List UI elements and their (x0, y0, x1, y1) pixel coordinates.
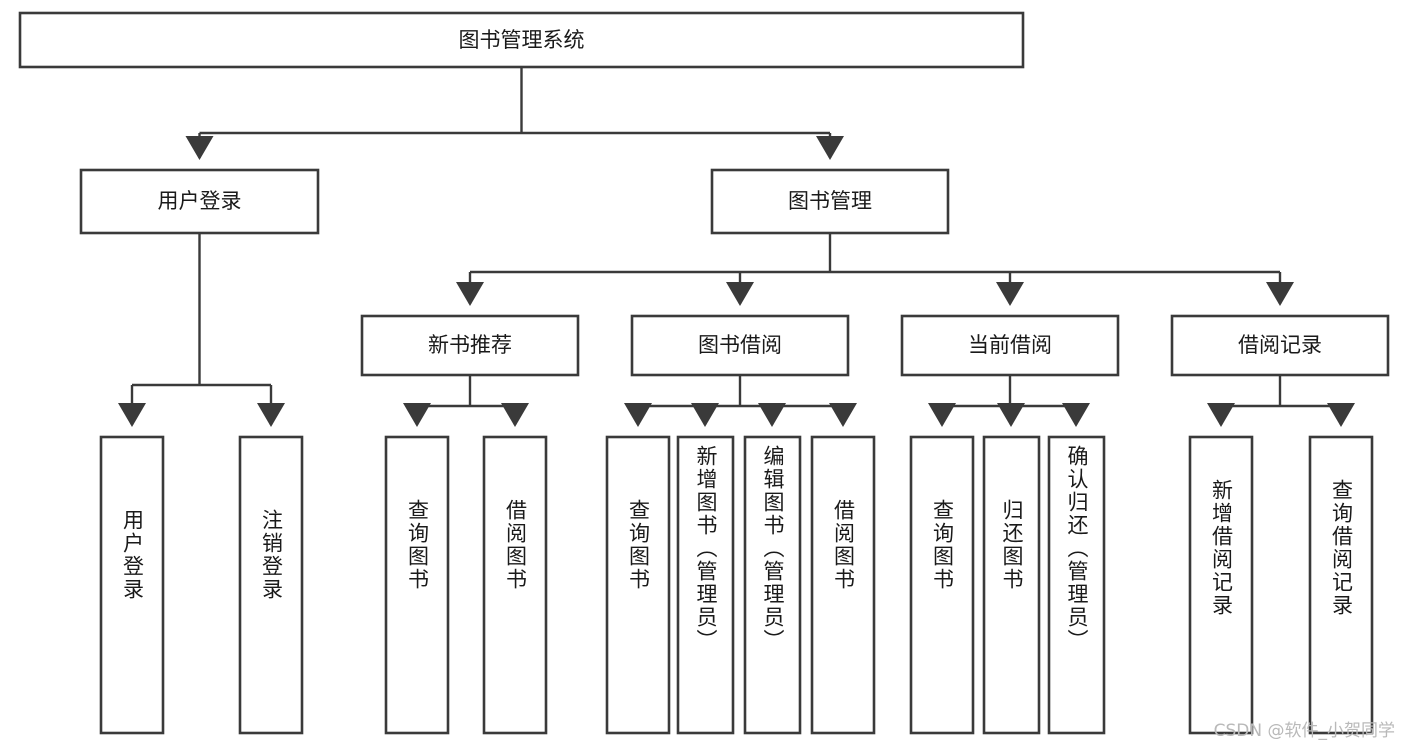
node-leaf-query-book-rec-box[interactable] (384, 435, 450, 735)
node-book-borrow-label: 图书借阅 (698, 333, 782, 357)
node-book-management-box[interactable] (710, 168, 950, 235)
node-book-management-label: 图书管理 (788, 189, 872, 213)
node-root[interactable]: 图书管理系统 (18, 11, 1025, 69)
node-leaf-query-book-cur-box[interactable] (909, 435, 975, 735)
node-leaf-confirm-return-box[interactable] (1047, 435, 1106, 735)
node-leaf-add-record-box[interactable] (1188, 435, 1254, 735)
leaf-boxes (99, 435, 1374, 735)
node-book-borrow-box[interactable] (630, 314, 850, 377)
node-leaf-user-login-box[interactable] (99, 435, 165, 735)
connector-group-current-borrow (928, 375, 1090, 427)
node-borrow-record-label: 借阅记录 (1238, 333, 1322, 357)
node-leaf-query-book-borrow-box[interactable] (605, 435, 671, 735)
node-leaf-borrow-book-rec-box[interactable] (482, 435, 548, 735)
node-new-book-recommend[interactable]: 新书推荐 (360, 314, 580, 377)
connector-group-user-login (118, 233, 285, 427)
node-borrow-record-box[interactable] (1170, 314, 1390, 377)
connector-group-new-book-recommend (403, 375, 529, 427)
node-current-borrow[interactable]: 当前借阅 (900, 314, 1120, 377)
node-leaf-return-book-box[interactable] (982, 435, 1041, 735)
node-root-label: 图书管理系统 (459, 28, 585, 52)
node-new-book-recommend-label: 新书推荐 (428, 333, 512, 357)
connector-group-book-management (456, 233, 1294, 306)
node-current-borrow-label: 当前借阅 (968, 333, 1052, 357)
node-user-login-box[interactable] (79, 168, 320, 235)
node-current-borrow-box[interactable] (900, 314, 1120, 377)
connector-group-borrow-record (1207, 375, 1355, 427)
node-book-management[interactable]: 图书管理 (710, 168, 950, 235)
node-leaf-query-record-box[interactable] (1308, 435, 1374, 735)
connector-group-root (185, 67, 844, 160)
node-new-book-recommend-box[interactable] (360, 314, 580, 377)
node-root-box[interactable] (18, 11, 1025, 69)
node-leaf-add-book-box[interactable] (676, 435, 735, 735)
node-leaf-logout-box[interactable] (238, 435, 304, 735)
node-leaf-edit-book-box[interactable] (743, 435, 802, 735)
node-book-borrow[interactable]: 图书借阅 (630, 314, 850, 377)
node-user-login[interactable]: 用户登录 (79, 168, 320, 235)
connector-group-book-borrow (624, 375, 857, 427)
node-leaf-borrow-book-box[interactable] (810, 435, 876, 735)
node-borrow-record[interactable]: 借阅记录 (1170, 314, 1390, 377)
node-user-login-label: 用户登录 (158, 189, 242, 213)
